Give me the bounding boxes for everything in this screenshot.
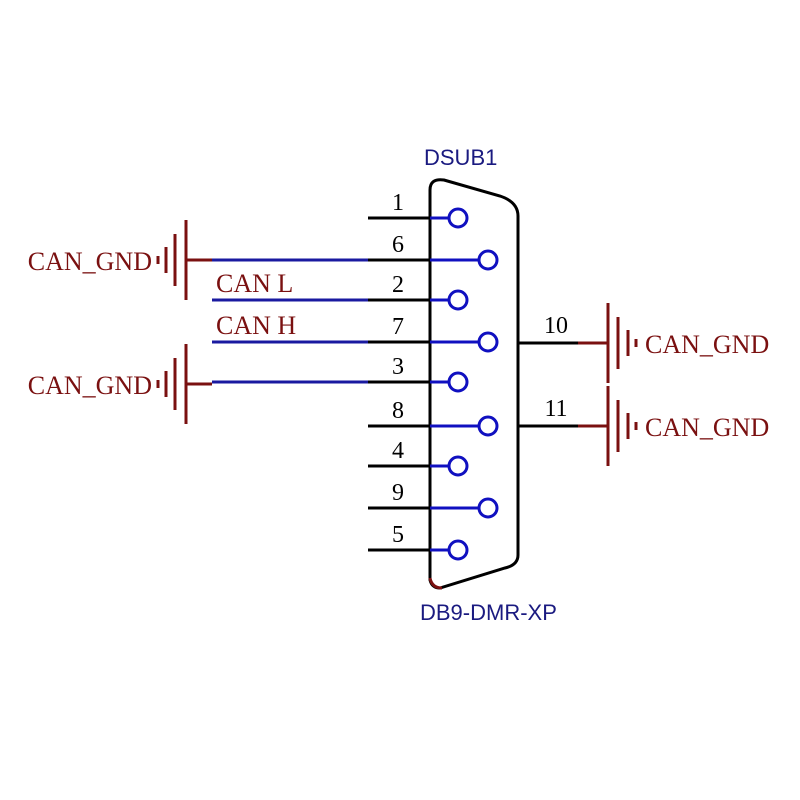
connector-body [428,178,520,590]
pin-5-contact [447,539,469,561]
ground-label-left_bottom: CAN_GND [28,371,152,400]
pin-1-number: 1 [392,190,404,216]
ground-label-left_top: CAN_GND [28,247,152,276]
pin-8-contact [477,415,499,437]
pin-3-number: 3 [392,354,404,380]
pin-7-number: 7 [392,314,404,340]
pin-9-contact [477,497,499,519]
pin-3-contact [447,371,469,393]
pin-2-contact [447,289,469,311]
net-label-can-h: CAN H [216,311,296,340]
pins-group: 1 6 2 7 3 8 4 9 5 [368,190,499,561]
pin-7-contact [477,331,499,353]
shell-pin-11-number: 11 [544,396,567,422]
pin-9-number: 9 [392,480,404,506]
shell-pin-10-number: 10 [544,313,568,339]
pin-5-number: 5 [392,522,404,548]
pin-8-number: 8 [392,398,404,424]
ground-label-right_bottom: CAN_GND [645,413,769,442]
pin-2-number: 2 [392,272,404,298]
pin-4-number: 4 [392,438,404,464]
designator-label: DSUB1 [424,145,497,170]
connector-corner-mark [428,577,443,590]
pin-1-contact [447,207,469,229]
pin-4-contact [447,455,469,477]
pin-6-number: 6 [392,232,404,258]
net-label-can-l: CAN L [216,269,293,298]
ground-label-right_top: CAN_GND [645,330,769,359]
part-name-label: DB9-DMR-XP [420,600,557,625]
pin-6-contact [477,249,499,271]
